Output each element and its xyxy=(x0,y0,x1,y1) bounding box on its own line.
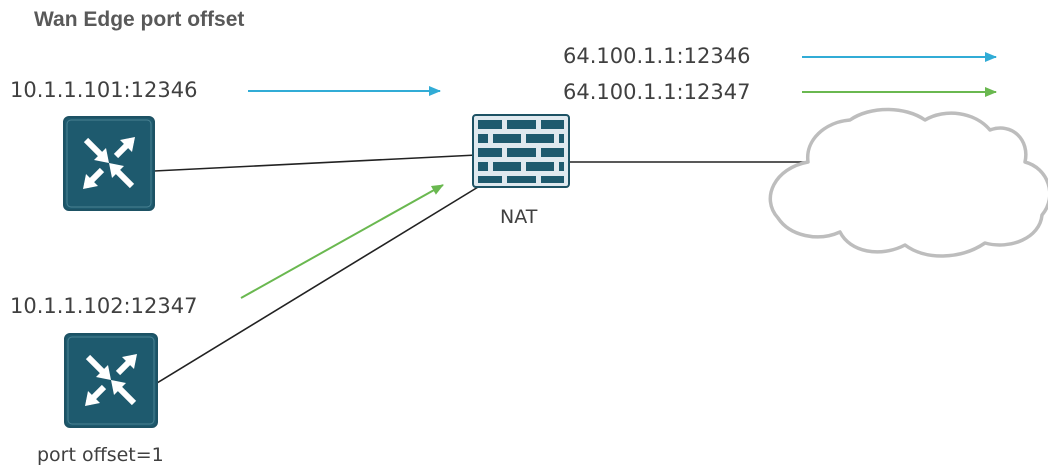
nat-output2-label: 64.100.1.1:12347 xyxy=(563,80,751,104)
firewall-icon xyxy=(472,114,570,188)
router2-address-label: 10.1.1.102:12347 xyxy=(10,294,198,318)
router1-link-line xyxy=(153,154,478,172)
router2-flow-arrow xyxy=(240,184,444,299)
router-icon xyxy=(63,116,155,211)
router-icon xyxy=(64,333,158,428)
diagram-title: Wan Edge port offset xyxy=(34,8,245,31)
nat-output1-label: 64.100.1.1:12346 xyxy=(563,44,751,68)
nat-label: NAT xyxy=(500,206,538,228)
router1-address-label: 10.1.1.101:12346 xyxy=(10,78,198,102)
cloud-icon xyxy=(768,107,1048,258)
port-offset-label: port offset=1 xyxy=(37,444,164,466)
router2-link-line xyxy=(156,183,484,384)
